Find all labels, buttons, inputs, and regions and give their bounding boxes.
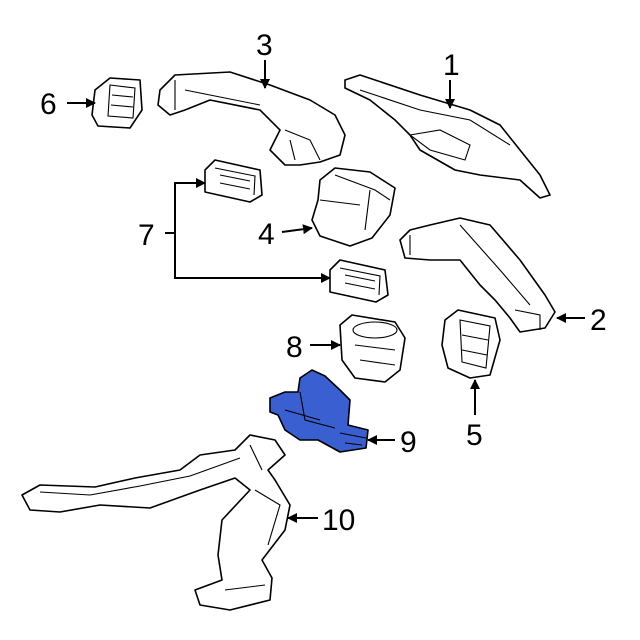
callout-3: 3 — [256, 29, 273, 62]
callout-9: 9 — [400, 426, 417, 459]
part-5-vent[interactable] — [441, 309, 501, 379]
part-9-body — [269, 369, 369, 453]
callout-7: 7 — [138, 219, 155, 252]
callout-1: 1 — [443, 49, 460, 82]
part-8-blower-housing[interactable] — [339, 314, 406, 383]
callout-2: 2 — [590, 304, 607, 337]
callout-6: 6 — [40, 88, 57, 121]
part-9-highlighted-duct[interactable] — [269, 369, 369, 453]
callout-8: 8 — [286, 331, 303, 364]
part-4-center-housing[interactable] — [311, 167, 396, 247]
part-2-side-duct[interactable] — [399, 217, 556, 333]
callout-5: 5 — [466, 419, 483, 452]
part-7-lower-vent[interactable] — [329, 259, 389, 303]
part-10-floor-duct[interactable] — [21, 434, 291, 611]
part-6-vent[interactable] — [91, 77, 143, 129]
part-1-defroster-duct[interactable] — [344, 74, 551, 199]
callout-leaders — [67, 60, 585, 523]
part-3-center-duct[interactable] — [157, 71, 346, 166]
callout-10: 10 — [322, 504, 355, 537]
callout-4: 4 — [258, 218, 275, 251]
part-7-upper-vent[interactable] — [204, 159, 263, 203]
